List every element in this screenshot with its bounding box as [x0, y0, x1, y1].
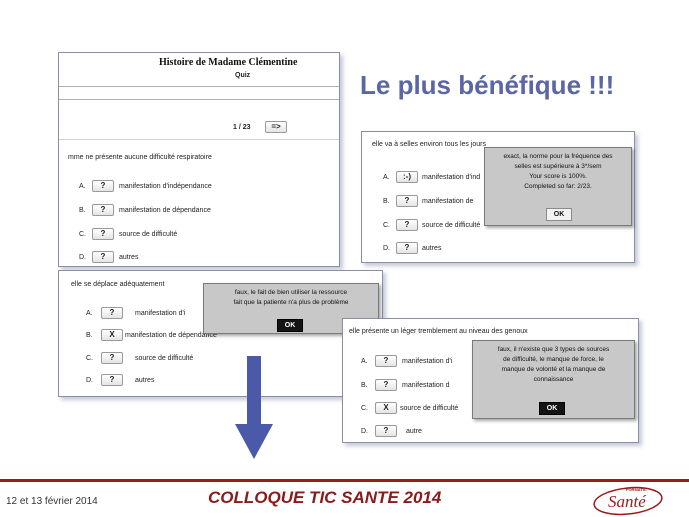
feedback-line: faux, il n'existe que 3 types de sources: [497, 346, 610, 353]
quiz-selles-panel: elle va à selles environ tous les jours …: [361, 131, 635, 263]
option-c-letter: C.: [86, 355, 93, 362]
option-c-answer-button[interactable]: ?: [101, 352, 123, 364]
option-c-label: source de difficulté: [422, 222, 481, 229]
ok-button[interactable]: OK: [277, 319, 303, 332]
option-d-label: autre: [406, 428, 422, 435]
question-text: mme ne présente aucune difficulté respir…: [68, 154, 212, 161]
option-b-answer-button[interactable]: X: [101, 329, 123, 341]
option-a-answer-button[interactable]: ?: [375, 355, 397, 367]
feedback-message: exact, la norme pour la fréquence des se…: [485, 148, 631, 192]
quiz-title: Histoire de Madame Clémentine: [159, 57, 298, 68]
option-c-answer-button[interactable]: ?: [396, 219, 418, 231]
feedback-line: Completed so far: 2/23.: [524, 183, 592, 190]
option-d-letter: D.: [383, 245, 390, 252]
option-d-answer-button[interactable]: ?: [92, 251, 114, 263]
option-a-answer-button[interactable]: ?: [101, 307, 123, 319]
option-a-label: manifestation d'indépendance: [119, 183, 212, 190]
feedback-line: selles est supérieure à 3*/sem: [514, 163, 602, 170]
logo-main-text: Santé: [608, 492, 646, 511]
footer-date: 12 et 13 février 2014: [6, 496, 98, 507]
option-d-answer-button[interactable]: ?: [101, 374, 123, 386]
option-b-answer-button[interactable]: ?: [92, 204, 114, 216]
feedback-popup: faux, il n'existe que 3 types de sources…: [472, 340, 635, 419]
option-a-letter: A.: [79, 183, 86, 190]
question-text: elle va à selles environ tous les jours: [372, 141, 487, 148]
logo-swoosh-icon: [593, 486, 663, 516]
feedback-line: Your score is 100%.: [529, 173, 587, 180]
feedback-line: faux, le fait de bien utiliser la ressou…: [234, 289, 348, 296]
option-b-label: manifestation de: [422, 198, 474, 205]
option-b-letter: B.: [361, 382, 368, 389]
quiz-deplace-panel: elle se déplace adéquatement A. ? manife…: [58, 270, 383, 397]
option-b-letter: B.: [86, 332, 93, 339]
option-d-letter: D.: [86, 377, 93, 384]
quiz-main-panel: Histoire de Madame Clémentine Quiz 1 / 2…: [58, 52, 340, 267]
option-d-label: autres: [119, 254, 139, 261]
feedback-popup: exact, la norme pour la fréquence des se…: [484, 147, 632, 226]
option-d-letter: D.: [361, 428, 368, 435]
option-c-answer-button[interactable]: ?: [92, 228, 114, 240]
feedback-line: de difficulté, le manque de force, le: [503, 356, 604, 363]
header-divider: [59, 86, 339, 87]
option-b-answer-button[interactable]: ?: [375, 379, 397, 391]
option-a-letter: A.: [361, 358, 368, 365]
option-c-label: source de difficulté: [119, 231, 178, 238]
option-c-label: source de difficulté: [135, 355, 194, 362]
option-a-label: manifestation d'i: [402, 358, 453, 365]
option-b-letter: B.: [79, 207, 86, 214]
down-arrow-icon: [235, 356, 273, 459]
feedback-line: exact, la norme pour la fréquence des: [503, 153, 613, 160]
option-b-label: manifestation d: [402, 382, 450, 389]
option-d-label: autres: [135, 377, 155, 384]
feedback-line: connaissance: [533, 376, 574, 383]
next-question-button[interactable]: =>: [265, 121, 287, 133]
ok-button[interactable]: OK: [539, 402, 565, 415]
option-b-label: manifestation de dépendance: [119, 207, 211, 214]
option-b-answer-button[interactable]: ?: [396, 195, 418, 207]
question-text: elle se déplace adéquatement: [71, 281, 165, 288]
feedback-message: faux, le fait de bien utiliser la ressou…: [204, 284, 378, 308]
option-a-label: manifestation d'ind: [422, 174, 481, 181]
option-c-answer-button[interactable]: X: [375, 402, 397, 414]
option-b-label: manifestation de dépendance: [125, 332, 217, 339]
option-a-letter: A.: [383, 174, 390, 181]
option-d-label: autres: [422, 245, 442, 252]
option-c-letter: C.: [383, 222, 390, 229]
feedback-line: manque de volonté et la manque de: [501, 366, 606, 373]
ok-button[interactable]: OK: [546, 208, 572, 221]
option-c-letter: C.: [79, 231, 86, 238]
feedback-message: faux, il n'existe que 3 types de sources…: [473, 341, 634, 385]
option-b-letter: B.: [383, 198, 390, 205]
option-c-letter: C.: [361, 405, 368, 412]
header-divider: [59, 99, 339, 100]
content-divider: [59, 139, 339, 140]
logo-small-text: FORMATIC: [626, 487, 647, 492]
feedback-line: fait que la patiente n'a plus de problèm…: [233, 299, 349, 306]
option-a-label: manifestation d'i: [135, 310, 186, 317]
quiz-genoux-panel: elle présente un léger tremblement au ni…: [342, 318, 639, 443]
event-title: COLLOQUE TIC SANTE 2014: [208, 488, 442, 507]
formatic-sante-logo: FORMATIC Santé: [592, 484, 664, 516]
option-a-letter: A.: [86, 310, 93, 317]
option-d-answer-button[interactable]: ?: [375, 425, 397, 437]
option-d-letter: D.: [79, 254, 86, 261]
option-a-answer-button[interactable]: ?: [92, 180, 114, 192]
footer-rule: [0, 479, 689, 482]
question-text: elle présente un léger tremblement au ni…: [349, 328, 528, 335]
quiz-subtitle: Quiz: [235, 72, 251, 79]
pagination-indicator: 1 / 23: [233, 124, 251, 131]
option-a-answer-button[interactable]: :-): [396, 171, 418, 183]
option-d-answer-button[interactable]: ?: [396, 242, 418, 254]
option-c-label: source de difficulté: [400, 405, 459, 412]
slide-headline: Le plus bénéfique !!!: [360, 70, 615, 100]
